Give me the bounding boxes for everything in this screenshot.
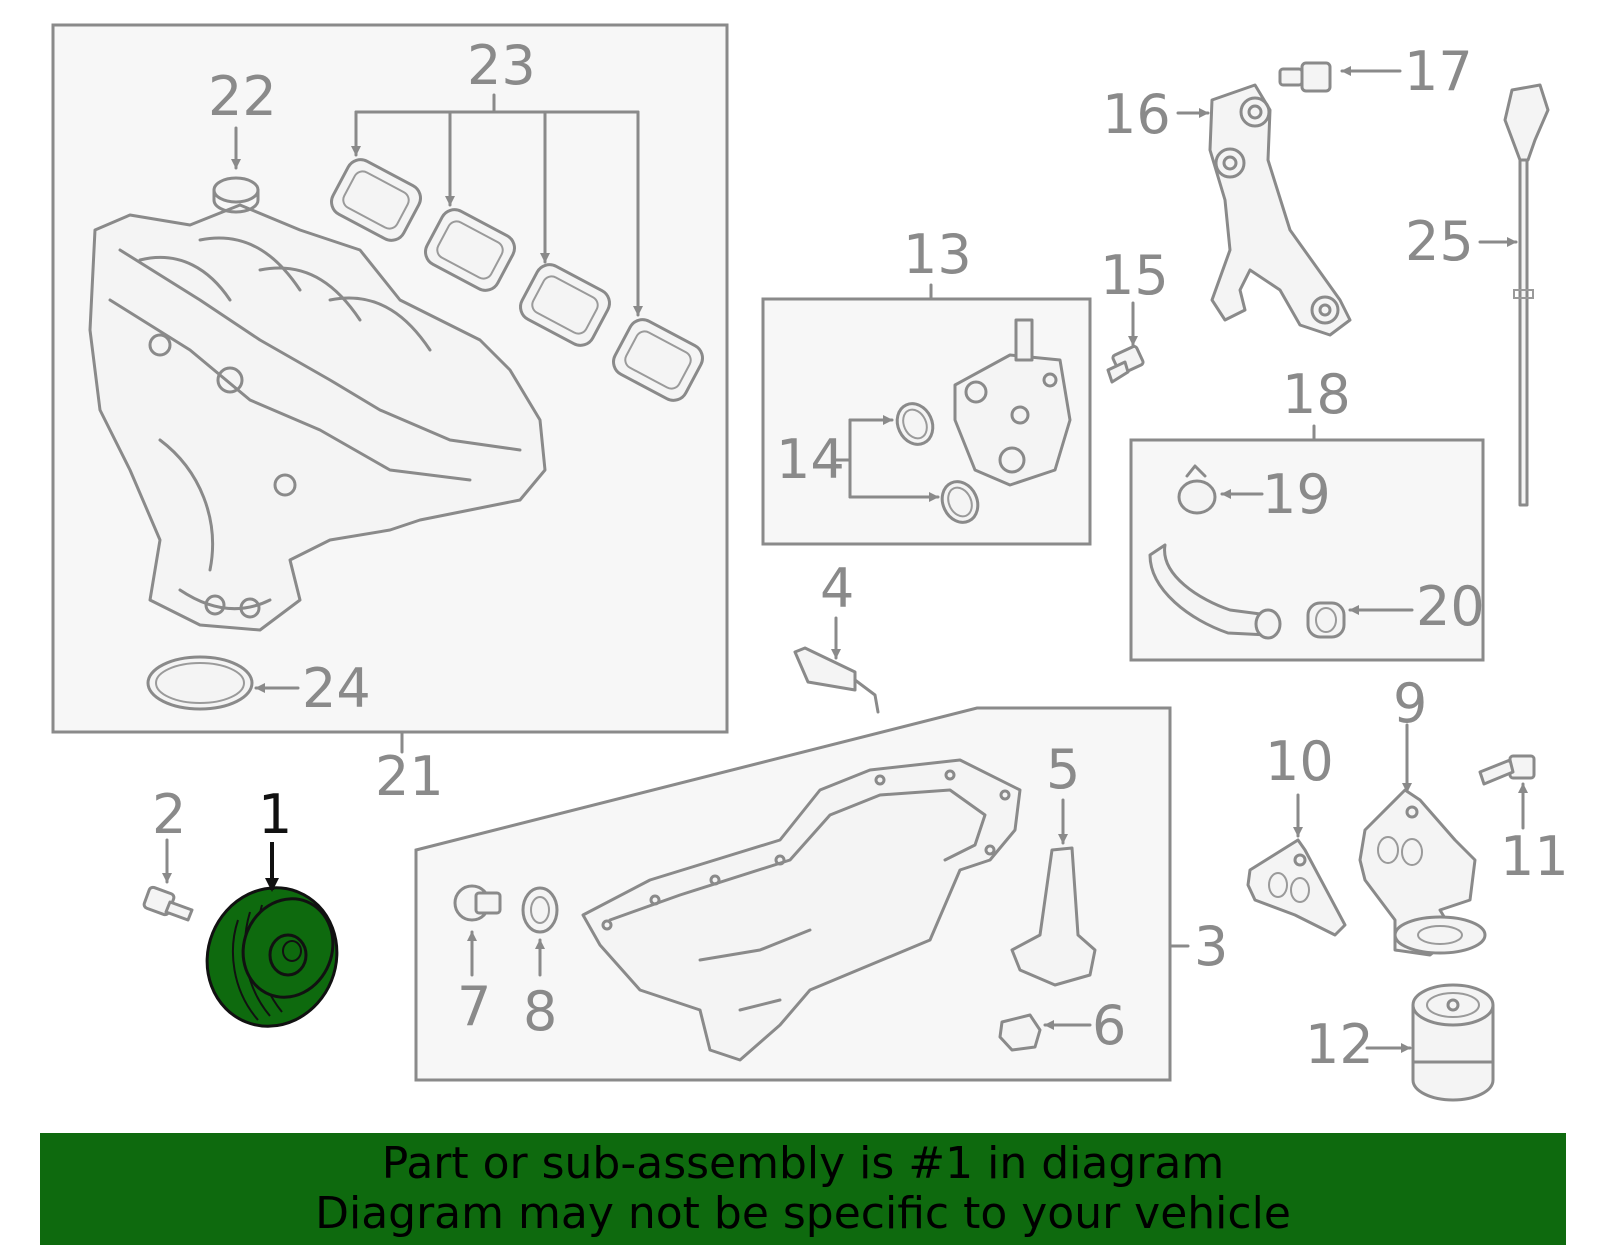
part-4-sensor bbox=[793, 616, 880, 714]
part-1-pulley-highlighted[interactable] bbox=[186, 842, 357, 1046]
label-part-24: 24 bbox=[302, 657, 371, 720]
label-part-8: 8 bbox=[523, 980, 557, 1043]
part-11-bolt bbox=[1478, 754, 1536, 830]
part-6-nut bbox=[998, 1013, 1092, 1052]
part-20-fitting bbox=[1306, 601, 1414, 639]
part-13-oil-cooler bbox=[953, 318, 1072, 487]
label-part-15: 15 bbox=[1100, 244, 1169, 307]
part-25-dipstick bbox=[1478, 83, 1550, 507]
info-banner: Part or sub-assembly is #1 in diagram Di… bbox=[40, 1133, 1566, 1245]
label-part-4: 4 bbox=[820, 557, 854, 620]
label-part-23: 23 bbox=[467, 34, 536, 97]
part-19-clamp bbox=[1177, 464, 1264, 515]
part-9-filter-housing bbox=[1358, 723, 1487, 957]
part-17-bolt bbox=[1278, 61, 1402, 93]
label-part-5: 5 bbox=[1046, 738, 1080, 801]
part-22-cap bbox=[212, 126, 260, 214]
label-part-6: 6 bbox=[1092, 994, 1126, 1057]
label-part-13: 13 bbox=[903, 223, 972, 286]
label-part-18: 18 bbox=[1282, 363, 1351, 426]
label-part-20: 20 bbox=[1416, 575, 1485, 638]
part-16-bracket bbox=[1176, 83, 1352, 337]
part-5-strainer bbox=[1010, 798, 1097, 987]
part-7-drain-plug bbox=[453, 884, 502, 977]
intake-manifold-drawing bbox=[88, 203, 547, 632]
label-part-21: 21 bbox=[375, 745, 444, 808]
label-part-3: 3 bbox=[1194, 915, 1228, 978]
part-18-pipe bbox=[1148, 543, 1282, 640]
part-15-bolt bbox=[1106, 301, 1145, 384]
banner-line-2: Diagram may not be specific to your vehi… bbox=[315, 1188, 1291, 1239]
label-part-7: 7 bbox=[457, 975, 491, 1038]
label-part-2: 2 bbox=[152, 783, 186, 846]
part-23-gaskets bbox=[330, 93, 704, 402]
label-part-12: 12 bbox=[1305, 1013, 1374, 1076]
part-14-orings bbox=[833, 402, 980, 524]
callout-labels: 1 2 3 4 5 6 7 8 9 10 11 12 13 14 15 16 1… bbox=[152, 34, 1569, 1076]
label-part-22: 22 bbox=[208, 65, 277, 128]
label-part-1: 1 bbox=[258, 783, 292, 846]
label-part-19: 19 bbox=[1262, 463, 1331, 526]
banner-line-1: Part or sub-assembly is #1 in diagram bbox=[381, 1138, 1225, 1189]
part-24-oring bbox=[146, 655, 300, 711]
part-2-bolt bbox=[142, 838, 194, 922]
part-12-oil-filter bbox=[1365, 983, 1495, 1102]
part-10-gasket bbox=[1246, 793, 1347, 937]
part-8-washer bbox=[521, 886, 559, 977]
label-part-11: 11 bbox=[1500, 825, 1569, 888]
label-part-25: 25 bbox=[1405, 210, 1474, 273]
label-part-17: 17 bbox=[1404, 40, 1473, 103]
label-part-10: 10 bbox=[1265, 730, 1334, 793]
label-part-16: 16 bbox=[1102, 83, 1171, 146]
part-3-oil-pan bbox=[581, 758, 1022, 1062]
label-part-9: 9 bbox=[1393, 672, 1427, 735]
label-part-14: 14 bbox=[776, 428, 845, 491]
